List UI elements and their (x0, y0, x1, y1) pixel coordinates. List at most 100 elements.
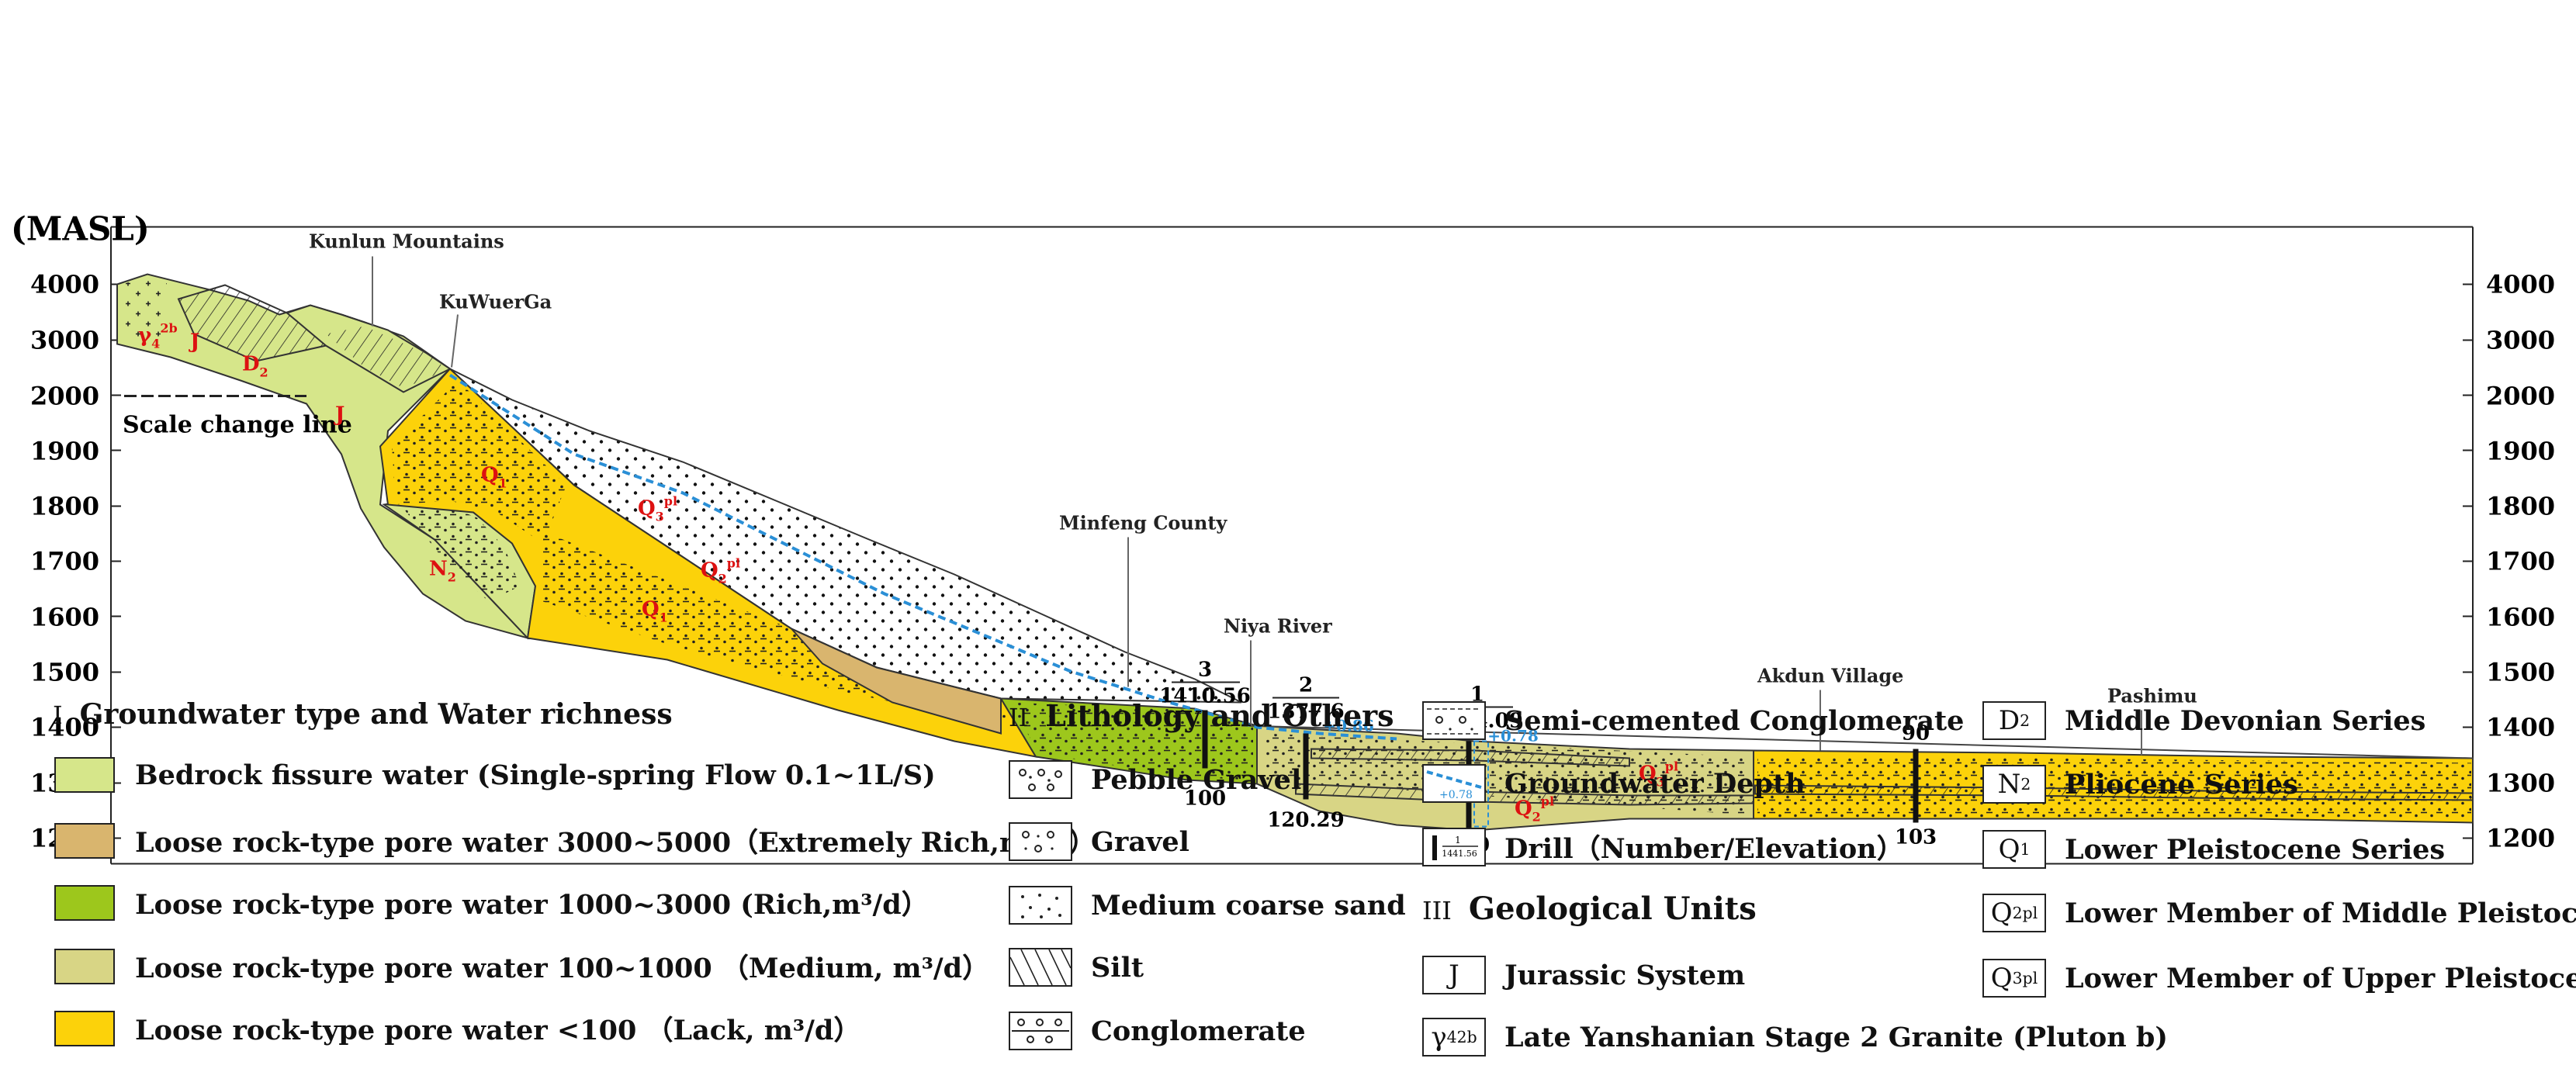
legend-item-conglomerate: Conglomerate (1009, 1012, 1306, 1050)
tick-4000-right: 4000 (2486, 270, 2555, 299)
unit-label-q2-mid: Q2pl (701, 556, 740, 586)
pliocene-hatch (403, 502, 520, 602)
legend-item-extremely-rich: Loose rock-type pore water 3000~5000（Ext… (54, 821, 1096, 860)
legend-label: Loose rock-type pore water 1000~3000 (Ri… (135, 889, 929, 921)
legend-label: Loose rock-type pore water <100 （Lack, m… (135, 1015, 861, 1046)
legend-label: Loose rock-type pore water 3000~5000（Ext… (135, 827, 1096, 859)
tick-1300-right: 1300 (2486, 769, 2555, 798)
unit-label-granite: γ42b (138, 321, 178, 351)
tick-1200-right: 1200 (2486, 824, 2555, 853)
legend-label: Lower Member of Middle Pleistocene (2065, 897, 2576, 929)
groundwater-depth-icon: +0.78 (1422, 764, 1486, 803)
silt-lens-3 (1754, 784, 2474, 801)
legend-section-3-numeral: III (1422, 896, 1452, 925)
unit-label-q3-top: Q3pl (638, 494, 677, 524)
tick-1500-left: 1500 (30, 658, 99, 687)
swatch-bedrock-fissure (54, 757, 115, 793)
legend-section-3-heading: III Geological Units (1422, 891, 1757, 927)
tick-1600-right: 1600 (2486, 603, 2555, 632)
legend-item-rich: Loose rock-type pore water 1000~3000 (Ri… (54, 883, 929, 922)
axis-unit-label: (MASL) (11, 210, 150, 248)
tick-2000-right: 2000 (2486, 382, 2555, 411)
legend-label: Jurassic System (1504, 959, 1746, 991)
label-kunlun-mountains: Kunlun Mountains (309, 230, 504, 253)
tick-1400-right: 1400 (2486, 713, 2555, 742)
unit-label-q3-right: Q3pl (1639, 759, 1678, 790)
label-akdun-village: Akdun Village (1757, 665, 1903, 687)
legend-section-2-numeral: II (1009, 703, 1029, 732)
legend-label: Lower Pleistocene Series (2065, 833, 2446, 866)
right-axis-ticks: 4000 3000 2000 1900 1800 1700 1600 1500 … (2486, 270, 2555, 853)
drill-2-number: 2 (1299, 674, 1313, 697)
legend-item-semi-cemented: Semi-cemented Conglomerate (1422, 701, 1964, 740)
unit-label-q1-upper: Q1 (481, 464, 507, 491)
legend-label: Medium coarse sand (1091, 889, 1406, 922)
unit-label-devonian: D2 (242, 353, 268, 380)
legend-label: Loose rock-type pore water 100~1000 （Med… (135, 953, 990, 984)
label-niya-river: Niya River (1224, 615, 1332, 638)
legend-item-lack: Loose rock-type pore water <100 （Lack, m… (54, 1008, 860, 1048)
tick-1900-right: 1900 (2486, 437, 2555, 466)
unit-label-q1-lower: Q1 (642, 598, 668, 625)
unit-label-jurassic-2: J (334, 403, 345, 427)
legend-label: Groundwater Depth (1504, 767, 1806, 800)
legend-section-1-title: Groundwater type and Water richness (79, 698, 673, 731)
legend-label: Conglomerate (1091, 1015, 1306, 1047)
semi-cemented-conglomerate-icon (1422, 701, 1486, 740)
legend-label: Drill（Number/Elevation） (1504, 833, 1904, 865)
tick-1800-left: 1800 (30, 492, 99, 521)
geologic-units (116, 273, 2474, 832)
legend-section-1-heading: I Groundwater type and Water richness (53, 698, 673, 731)
legend-label: Silt (1091, 951, 1144, 984)
unit-label-q2-right: Q2pl (1515, 794, 1554, 825)
legend-item-jurassic: J Jurassic System (1422, 956, 1745, 994)
svg-text:1441.56: 1441.56 (1442, 849, 1477, 859)
tick-1500-right: 1500 (2486, 658, 2555, 687)
tick-1900-left: 1900 (30, 437, 99, 466)
swatch-rich (54, 884, 115, 921)
drill-3-depth: 100 (1184, 787, 1226, 811)
legend-item-medium: Loose rock-type pore water 100~1000 （Med… (54, 946, 989, 986)
legend-item-pebble-gravel: Pebble Gravel (1009, 760, 1301, 799)
legend-label: Bedrock fissure water (Single-spring Flo… (135, 759, 936, 791)
tick-4000-left: 4000 (30, 270, 99, 299)
legend-label: Semi-cemented Conglomerate (1504, 704, 1965, 737)
drill-90-number: 90 (1902, 722, 1930, 745)
legend-label: Middle Devonian Series (2065, 704, 2426, 737)
jurassic-symbol: J (1422, 956, 1486, 994)
tick-1700-left: 1700 (30, 547, 99, 576)
silt-icon (1009, 948, 1072, 987)
legend-item-groundwater-depth: +0.78 Groundwater Depth (1422, 764, 1806, 803)
legend-item-gravel: Gravel (1009, 822, 1189, 861)
conglomerate-icon (1009, 1012, 1072, 1050)
drill-icon: 1 1441.56 (1422, 827, 1486, 866)
drill-3: 3 1410.56 100 (1159, 659, 1251, 811)
scale-change-label: Scale change line (123, 412, 352, 439)
svg-text:1: 1 (1455, 835, 1461, 846)
sand-icon (1009, 886, 1072, 925)
kunlun-ridge-hatch (326, 326, 446, 389)
drill-1-number: 1 (1470, 683, 1484, 707)
legend-section-3-title: Geological Units (1468, 891, 1757, 927)
drill-2-gw-depth: +0.86 (1323, 717, 1373, 735)
drill-3-elevation: 1410.56 (1159, 685, 1251, 708)
legend-section-1-numeral: I (53, 700, 63, 730)
place-labels: Kunlun Mountains KuWuerGa Minfeng County… (309, 230, 2197, 756)
groundwater-depth-line (448, 373, 1397, 741)
legend-label: Pebble Gravel (1091, 763, 1302, 796)
tick-1700-right: 1700 (2486, 547, 2555, 576)
label-pashimu: Pashimu (2107, 685, 2197, 707)
swatch-medium (54, 948, 115, 984)
legend-label: Gravel (1091, 825, 1189, 858)
legend-item-sand: Medium coarse sand (1009, 886, 1406, 925)
tick-1600-left: 1600 (30, 603, 99, 632)
